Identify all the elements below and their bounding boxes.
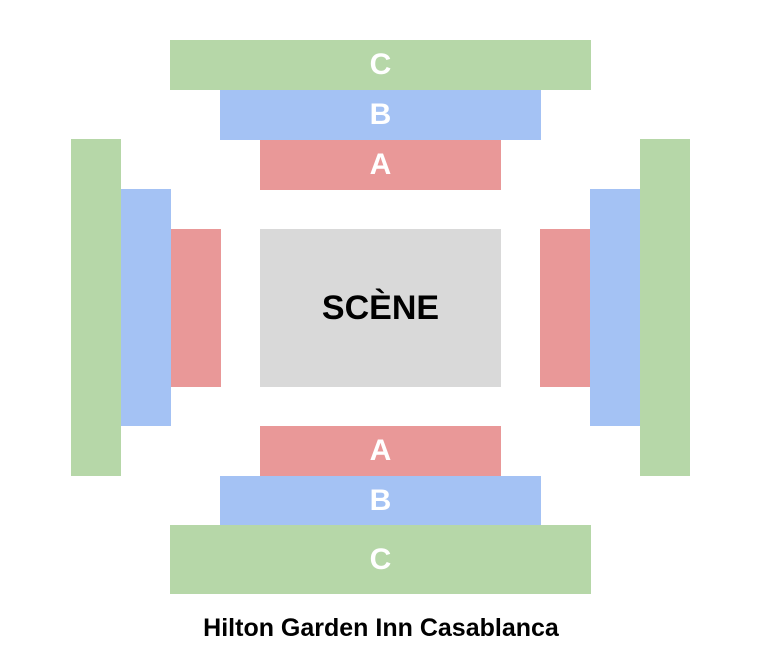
section-a-bottom-label: A <box>369 434 392 467</box>
section-c-left[interactable] <box>71 139 121 476</box>
section-b-top-label: B <box>369 98 392 131</box>
section-c-top[interactable]: C <box>170 40 591 90</box>
section-b-bottom-label: B <box>369 484 392 517</box>
section-c-bottom[interactable]: C <box>170 525 591 594</box>
section-b-left[interactable] <box>121 189 171 426</box>
section-a-bottom[interactable]: A <box>260 426 501 476</box>
stage: SCÈNE <box>260 229 501 387</box>
section-c-right[interactable] <box>640 139 690 476</box>
section-b-bottom[interactable]: B <box>220 476 541 526</box>
section-a-top[interactable]: A <box>260 140 501 190</box>
section-b-top[interactable]: B <box>220 90 541 140</box>
section-b-right[interactable] <box>590 189 640 426</box>
section-a-right[interactable] <box>540 229 590 387</box>
stage-label: SCÈNE <box>321 288 440 327</box>
section-a-top-label: A <box>369 148 392 181</box>
section-c-top-label: C <box>369 48 392 81</box>
section-c-bottom-label: C <box>369 542 392 576</box>
section-a-left[interactable] <box>171 229 221 387</box>
venue-title: Hilton Garden Inn Casablanca <box>203 614 559 642</box>
